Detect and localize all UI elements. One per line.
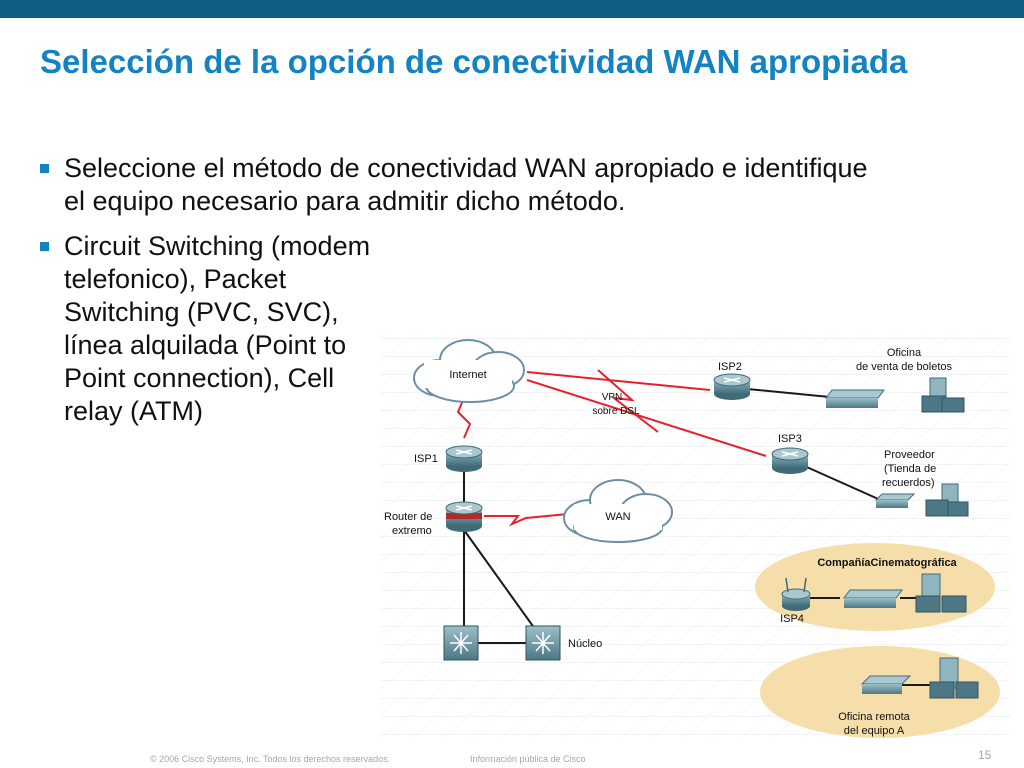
edge-router-icon: [445, 501, 483, 532]
bullet-item-switching-types: Circuit Switching (modem telefonico), Pa…: [40, 230, 384, 428]
link-internet-isp3: [526, 379, 767, 457]
wan-label: WAN: [605, 511, 630, 523]
compania-pc-icon: [915, 573, 967, 613]
oficina-label-2: de venta de boletos: [856, 361, 953, 373]
isp4-label: ISP4: [780, 613, 804, 625]
core-switch-icon: [525, 625, 561, 661]
oficina-label-1: Oficina: [887, 347, 922, 359]
oficina-switch-icon: [825, 389, 885, 408]
link-internet-isp1: [456, 397, 472, 439]
isp2-router-icon: [713, 373, 751, 400]
isp4-router-icon: [781, 577, 811, 611]
isp2-label: ISP2: [718, 361, 742, 373]
remote-pc-icon: [929, 657, 979, 699]
wan-links: [456, 369, 767, 527]
link-internet-isp2: [526, 371, 711, 391]
bullet-list: Seleccione el método de conectividad WAN…: [40, 152, 894, 428]
link-router-wan: [484, 513, 569, 527]
compania-switch-icon: [843, 589, 903, 608]
remote-label-1: Oficina remota: [838, 711, 910, 723]
proveedor-switch-icon: [874, 493, 916, 508]
network-diagram: Internet WAN ISP2 ISP3 ISP1: [380, 330, 1010, 740]
internet-cloud: Internet: [413, 339, 525, 403]
page-number: 15: [978, 748, 992, 762]
vpn-lightning: [597, 369, 659, 433]
isp3-router-icon: [771, 447, 809, 474]
wan-cloud: WAN: [563, 479, 673, 543]
vpn-label-1: VPN: [602, 392, 623, 403]
compania-label: CompañíaCinematográfica: [817, 557, 957, 569]
switch-left-icon: [443, 625, 479, 661]
oficina-pc-icon: [921, 377, 965, 413]
remote-switch-icon: [860, 675, 912, 694]
top-bar: [0, 0, 1024, 18]
footer-copyright: © 2006 Cisco Systems, Inc. Todos los der…: [150, 754, 391, 764]
slide-title: Selección de la opción de conectividad W…: [40, 43, 908, 80]
nucleo-label: Núcleo: [568, 638, 602, 650]
isp1-label: ISP1: [414, 453, 438, 465]
footer-info: Información pública de Cisco: [470, 754, 586, 764]
link-router-core: [463, 529, 541, 637]
proveedor-pc-icon: [925, 483, 969, 517]
vpn-label-2: sobre DSL: [592, 406, 640, 417]
proveedor-label-1: Proveedor: [884, 449, 935, 461]
isp3-label: ISP3: [778, 433, 802, 445]
remote-label-2: del equipo A: [844, 725, 905, 737]
proveedor-label-3: recuerdos): [882, 477, 935, 489]
proveedor-label-2: (Tienda de: [884, 463, 936, 475]
internet-label: Internet: [449, 369, 486, 381]
bullet-item-method: Seleccione el método de conectividad WAN…: [40, 152, 894, 218]
link-isp2-oficina: [736, 387, 841, 399]
edge-router-label-2: extremo: [392, 525, 432, 537]
edge-router-label-1: Router de: [384, 511, 432, 523]
isp1-router-icon: [445, 445, 483, 472]
